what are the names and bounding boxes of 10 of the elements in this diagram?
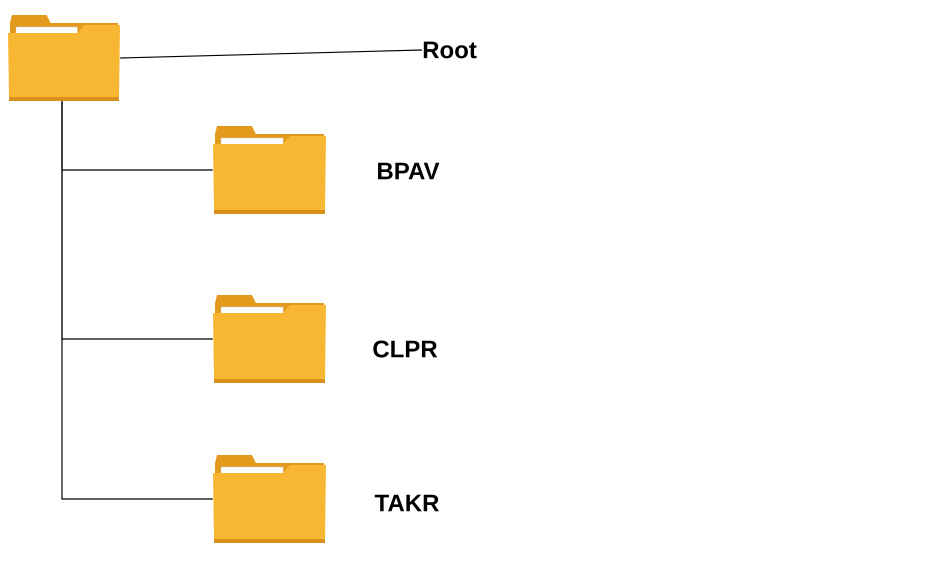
folder-label: CLPR [373,340,438,358]
folder-icon [8,15,120,101]
folder-icon [213,455,326,543]
folder-icon [213,126,326,214]
connector-line [61,101,213,500]
folder-icon [213,295,326,383]
folder-label: TAKR [374,494,439,512]
root-label: Root [424,42,477,58]
folder-label: BPAV [378,162,440,180]
connector-line [120,49,422,59]
